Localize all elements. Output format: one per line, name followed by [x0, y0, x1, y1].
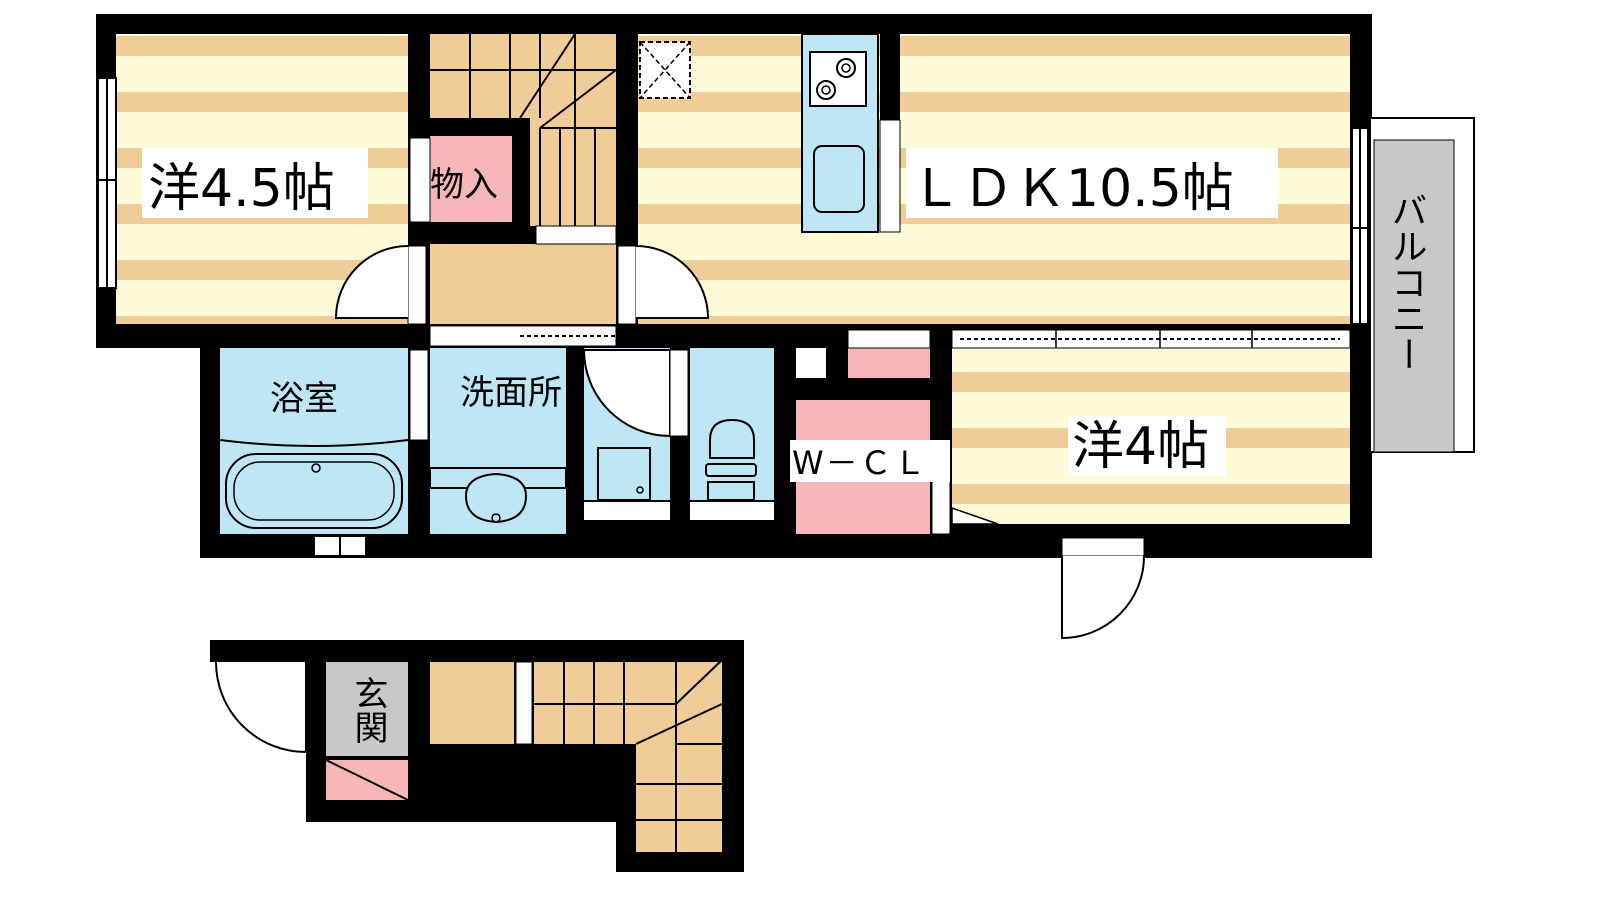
label-bath: 浴室 — [270, 379, 338, 419]
closet-floor — [430, 136, 512, 222]
room-entrance — [326, 662, 408, 756]
label-western-45: 洋4.5帖 — [148, 159, 335, 219]
label-western-4: 洋4帖 — [1072, 417, 1209, 477]
stove-icon — [809, 51, 867, 107]
label-entrance: 玄関 — [348, 676, 388, 744]
label-wcl: W－ＣＬ — [792, 444, 928, 482]
label-balcony: バルコニー — [1386, 192, 1427, 372]
lower-floor — [210, 640, 744, 872]
toilet-icon — [709, 418, 755, 459]
bathtub-icon — [225, 453, 403, 529]
label-closet: 物入 — [430, 165, 498, 205]
label-washroom: 洗面所 — [460, 373, 562, 413]
hallway — [430, 244, 616, 324]
lower-hallway — [430, 662, 514, 744]
room-labels: 洋4.5帖 物入 ＬＤＫ10.5帖 浴室 洗面所 W－ＣＬ 洋4帖 バルコニー … — [142, 148, 1427, 744]
label-ldk: ＬＤＫ10.5帖 — [910, 159, 1234, 219]
sink-icon — [813, 145, 865, 213]
upper-floor — [96, 14, 1475, 640]
washer-icon — [597, 447, 651, 501]
